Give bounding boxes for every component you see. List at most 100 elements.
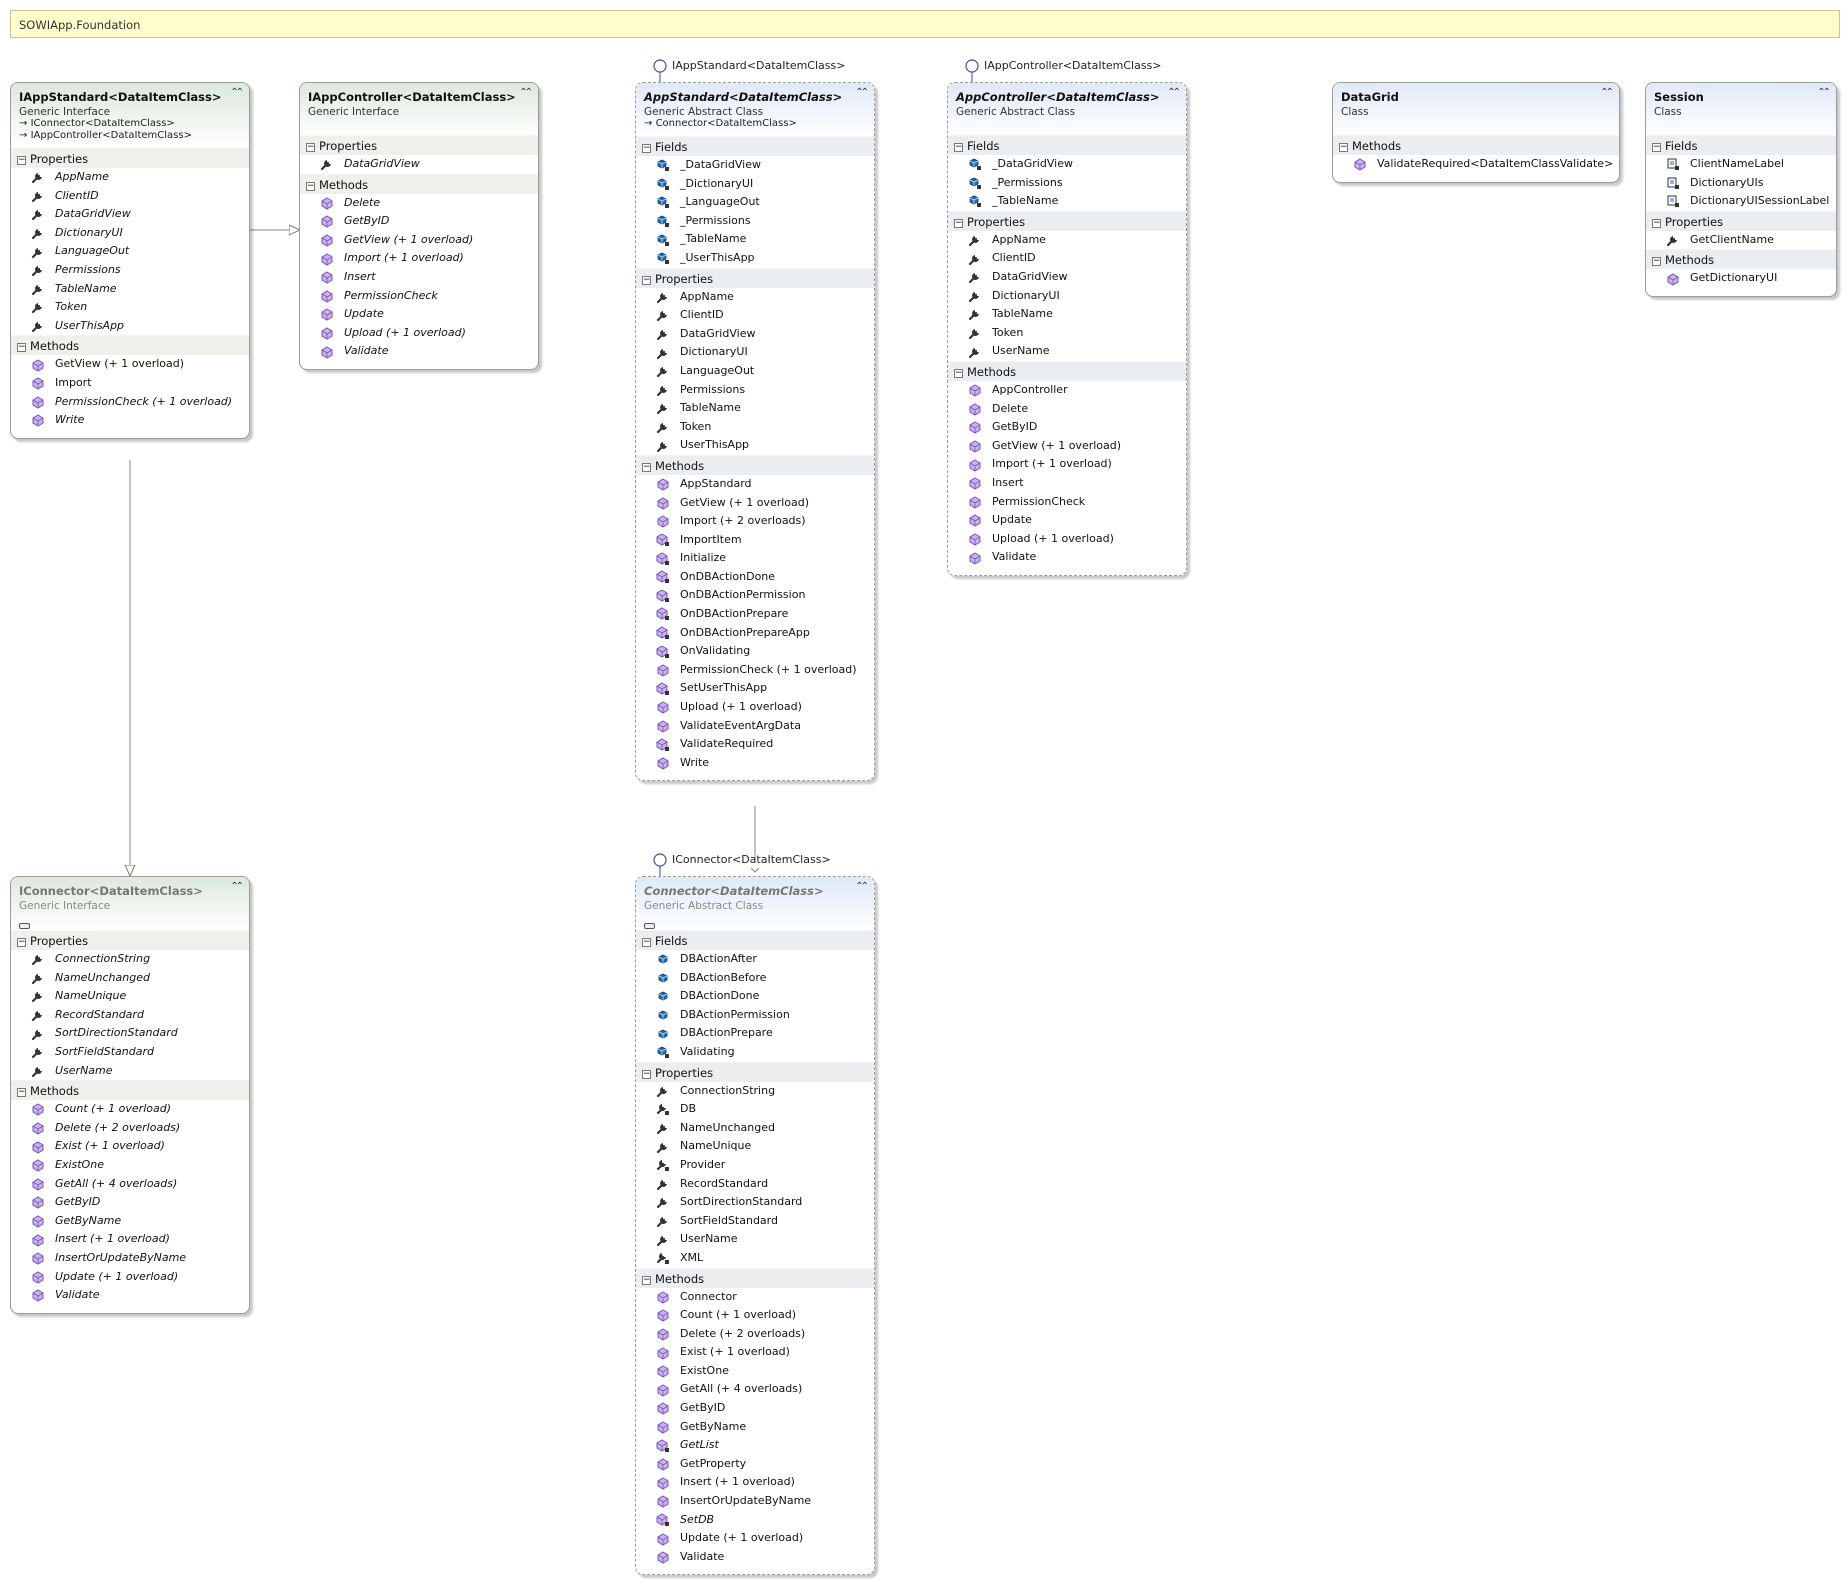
member-validaterequired-dataitemclassvalidate[interactable]: ValidateRequired<DataItemClassValidate> [1333,155,1619,174]
member-connectionstring[interactable]: ConnectionString [636,1082,874,1101]
member-insert[interactable]: Insert [300,268,538,287]
member-tablename[interactable]: TableName [948,305,1186,324]
member-clientid[interactable]: ClientID [636,306,874,325]
member-tablename[interactable]: _TableName [636,230,874,249]
member-validate[interactable]: Validate [636,1548,874,1567]
member-permissions[interactable]: _Permissions [948,174,1186,193]
member-nameunchanged[interactable]: NameUnchanged [11,969,249,988]
member-count-1-overload[interactable]: Count (+ 1 overload) [11,1100,249,1119]
collapse-chevron-icon[interactable]: ⌃⌃ [1600,87,1614,98]
collapse-toggle-icon[interactable]: − [954,217,963,228]
member-dictionaryui[interactable]: DictionaryUI [948,287,1186,306]
member-permissions[interactable]: Permissions [11,261,249,280]
section-methods-header[interactable]: −Methods [300,173,538,194]
member-validaterequired[interactable]: ValidateRequired [636,735,874,754]
section-properties-header[interactable]: −Properties [11,930,249,950]
member-permissioncheck[interactable]: PermissionCheck [948,493,1186,512]
member-dbactionbefore[interactable]: DBActionBefore [636,969,874,988]
member-clientid[interactable]: ClientID [948,249,1186,268]
member-userthisapp[interactable]: _UserThisApp [636,249,874,268]
member-delete[interactable]: Delete [300,194,538,213]
section-methods-header[interactable]: −Methods [636,1267,874,1288]
member-clientid[interactable]: ClientID [11,187,249,206]
member-setdb[interactable]: SetDB [636,1511,874,1530]
member-import-2-overloads[interactable]: Import (+ 2 overloads) [636,512,874,531]
member-dictionaryui[interactable]: DictionaryUI [636,343,874,362]
collapse-chevron-icon[interactable]: ⌃⌃ [230,881,244,892]
member-permissions[interactable]: Permissions [636,381,874,400]
member-setuserthisapp[interactable]: SetUserThisApp [636,679,874,698]
member-ondbactionprepareapp[interactable]: OnDBActionPrepareApp [636,624,874,643]
section-methods-header[interactable]: −Methods [11,1080,249,1101]
member-getall-4-overloads[interactable]: GetAll (+ 4 overloads) [636,1380,874,1399]
member-delete-2-overloads[interactable]: Delete (+ 2 overloads) [636,1325,874,1344]
collapse-chevron-icon[interactable]: ⌃⌃ [1167,87,1181,98]
member-import-1-overload[interactable]: Import (+ 1 overload) [300,249,538,268]
member-datagridview[interactable]: DataGridView [948,268,1186,287]
iappstandard-box[interactable]: IAppStandard<DataItemClass>Generic Inter… [10,82,250,439]
member-datagridview[interactable]: _DataGridView [948,155,1186,174]
member-getview-1-overload[interactable]: GetView (+ 1 overload) [11,355,249,374]
member-existone[interactable]: ExistOne [636,1362,874,1381]
member-insertorupdatebyname[interactable]: InsertOrUpdateByName [636,1492,874,1511]
member-appstandard[interactable]: AppStandard [636,475,874,494]
appstandard-box[interactable]: AppStandard<DataItemClass>Generic Abstra… [635,82,875,782]
member-userthisapp[interactable]: UserThisApp [11,317,249,336]
member-appname[interactable]: AppName [636,288,874,307]
member-ondbactionpermission[interactable]: OnDBActionPermission [636,586,874,605]
member-validate[interactable]: Validate [300,342,538,361]
member-exist-1-overload[interactable]: Exist (+ 1 overload) [636,1343,874,1362]
member-delete[interactable]: Delete [948,400,1186,419]
member-getall-4-overloads[interactable]: GetAll (+ 4 overloads) [11,1175,249,1194]
member-insertorupdatebyname[interactable]: InsertOrUpdateByName [11,1249,249,1268]
collapse-toggle-icon[interactable]: − [306,180,315,191]
section-properties-header[interactable]: −Properties [1646,210,1836,231]
member-update[interactable]: Update [948,511,1186,530]
member-ondbactiondone[interactable]: OnDBActionDone [636,568,874,587]
member-provider[interactable]: Provider [636,1156,874,1175]
collapse-toggle-icon[interactable]: − [642,1068,651,1079]
collapse-toggle-icon[interactable]: − [1339,142,1348,152]
member-ondbactionprepare[interactable]: OnDBActionPrepare [636,605,874,624]
collapse-toggle-icon[interactable]: − [642,274,651,285]
section-properties-header[interactable]: −Properties [636,267,874,288]
member-nameunique[interactable]: NameUnique [636,1137,874,1156]
member-userthisapp[interactable]: UserThisApp [636,436,874,455]
member-tablename[interactable]: TableName [636,399,874,418]
member-sortfieldstandard[interactable]: SortFieldStandard [11,1043,249,1062]
section-methods-header[interactable]: −Methods [636,454,874,475]
member-connector[interactable]: Connector [636,1288,874,1307]
member-getview-1-overload[interactable]: GetView (+ 1 overload) [948,437,1186,456]
member-sortdirectionstandard[interactable]: SortDirectionStandard [11,1024,249,1043]
member-getbyid[interactable]: GetByID [948,418,1186,437]
collapse-toggle-icon[interactable]: − [1652,217,1661,228]
member-dbactionpermission[interactable]: DBActionPermission [636,1006,874,1025]
member-getbyname[interactable]: GetByName [636,1418,874,1437]
iconnector-box[interactable]: IConnector<DataItemClass>Generic Interfa… [10,876,250,1314]
member-upload-1-overload[interactable]: Upload (+ 1 overload) [300,324,538,343]
section-fields-header[interactable]: −Fields [636,136,874,156]
member-count-1-overload[interactable]: Count (+ 1 overload) [636,1306,874,1325]
member-write[interactable]: Write [11,411,249,430]
collapse-toggle-icon[interactable]: − [954,142,963,152]
collapse-toggle-icon[interactable]: − [642,143,651,153]
member-permissioncheck-1-overload[interactable]: PermissionCheck (+ 1 overload) [11,393,249,412]
member-update-1-overload[interactable]: Update (+ 1 overload) [636,1529,874,1548]
member-insert-1-overload[interactable]: Insert (+ 1 overload) [11,1230,249,1249]
collapse-toggle-icon[interactable]: − [642,937,651,947]
member-nameunchanged[interactable]: NameUnchanged [636,1119,874,1138]
collapse-toggle-icon[interactable]: − [17,342,26,353]
member-permissions[interactable]: _Permissions [636,212,874,231]
collapse-toggle-icon[interactable]: − [954,367,963,378]
member-upload-1-overload[interactable]: Upload (+ 1 overload) [948,530,1186,549]
section-properties-header[interactable]: −Properties [11,148,249,168]
member-getbyid[interactable]: GetByID [11,1193,249,1212]
member-sortfieldstandard[interactable]: SortFieldStandard [636,1212,874,1231]
appcontroller-box[interactable]: AppController<DataItemClass>Generic Abst… [947,82,1187,576]
member-dbactionprepare[interactable]: DBActionPrepare [636,1024,874,1043]
member-sortdirectionstandard[interactable]: SortDirectionStandard [636,1193,874,1212]
member-getlist[interactable]: GetList [636,1436,874,1455]
section-properties-header[interactable]: −Properties [300,135,538,155]
member-token[interactable]: Token [11,298,249,317]
